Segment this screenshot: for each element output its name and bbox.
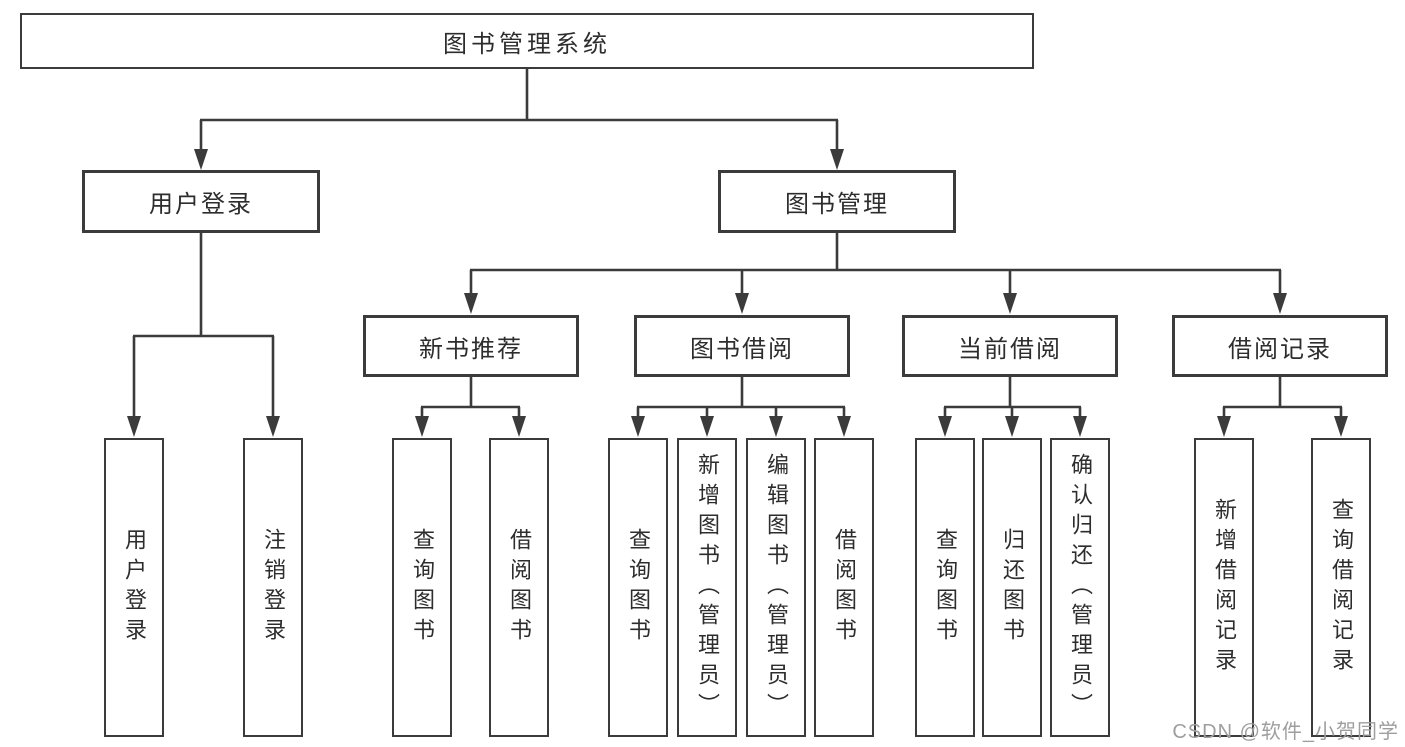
- leaf-query-books-borrow: 查询图书: [608, 438, 668, 737]
- leaf-borrow-books: 借阅图书: [814, 438, 874, 737]
- csdn-watermark: CSDN @软件_小贺同学: [1172, 721, 1399, 743]
- node-user-login: 用户登录: [82, 170, 320, 233]
- node-label: 确认归还（管理员）: [1068, 452, 1093, 723]
- node-book-borrowing: 图书借阅: [634, 315, 850, 377]
- arrow-icon: [1003, 293, 1017, 314]
- arrow-icon: [464, 293, 478, 314]
- arrowheads: [127, 149, 1348, 437]
- arrow-icon: [1005, 416, 1019, 437]
- node-label: 新增图书（管理员）: [695, 452, 720, 723]
- arrow-icon: [1217, 416, 1231, 437]
- node-label: 新书推荐: [419, 335, 523, 363]
- arrow-icon: [415, 416, 429, 437]
- arrow-icon: [1334, 416, 1348, 437]
- node-label: 查询图书: [410, 527, 435, 648]
- node-label: 查询图书: [933, 527, 958, 648]
- leaf-borrow-books-recommend: 借阅图书: [489, 438, 549, 737]
- node-label: 查询图书: [626, 527, 651, 648]
- node-label: 当前借阅: [958, 335, 1062, 363]
- leaf-query-borrow-record: 查询借阅记录: [1311, 438, 1371, 737]
- arrow-icon: [830, 149, 844, 170]
- leaf-return-books: 归还图书: [982, 438, 1042, 737]
- node-label: 用户登录: [122, 527, 147, 648]
- arrow-icon: [1273, 293, 1287, 314]
- arrow-icon: [194, 149, 208, 170]
- node-label: 借阅图书: [832, 527, 857, 648]
- arrow-icon: [1073, 416, 1087, 437]
- arrow-icon: [938, 416, 952, 437]
- arrow-icon: [700, 416, 714, 437]
- arrow-icon: [837, 416, 851, 437]
- node-label: 查询借阅记录: [1329, 497, 1354, 678]
- node-library-management-system: 图书管理系统: [20, 13, 1034, 69]
- node-label: 借阅图书: [507, 527, 532, 648]
- leaf-add-books-admin: 新增图书（管理员）: [677, 438, 737, 737]
- leaf-add-borrow-record: 新增借阅记录: [1194, 438, 1254, 737]
- node-label: 新增借阅记录: [1212, 497, 1237, 678]
- node-label: 图书管理: [785, 191, 889, 218]
- node-label: 图书借阅: [690, 335, 794, 363]
- leaf-confirm-return-admin: 确认归还（管理员）: [1050, 438, 1110, 737]
- arrow-icon: [266, 416, 280, 437]
- leaf-query-books-recommend: 查询图书: [392, 438, 452, 737]
- node-label: 用户登录: [149, 191, 253, 218]
- node-borrowing-records: 借阅记录: [1172, 315, 1388, 377]
- arrow-icon: [735, 293, 749, 314]
- leaf-user-login: 用户登录: [104, 438, 164, 737]
- node-label: 借阅记录: [1228, 335, 1332, 363]
- arrow-icon: [512, 416, 526, 437]
- connector-paths: [132, 69, 1343, 418]
- arrow-icon: [127, 416, 141, 437]
- node-new-book-recommendation: 新书推荐: [363, 315, 579, 377]
- node-label: 归还图书: [1000, 527, 1025, 648]
- node-label: 图书管理系统: [443, 30, 611, 58]
- node-label: 编辑图书（管理员）: [764, 452, 789, 723]
- node-current-borrowing: 当前借阅: [902, 315, 1118, 377]
- arrow-icon: [631, 416, 645, 437]
- leaf-edit-books-admin: 编辑图书（管理员）: [746, 438, 806, 737]
- leaf-logout: 注销登录: [243, 438, 303, 737]
- leaf-query-books-current: 查询图书: [915, 438, 975, 737]
- node-label: 注销登录: [261, 527, 286, 648]
- node-book-management: 图书管理: [718, 170, 956, 233]
- arrow-icon: [769, 416, 783, 437]
